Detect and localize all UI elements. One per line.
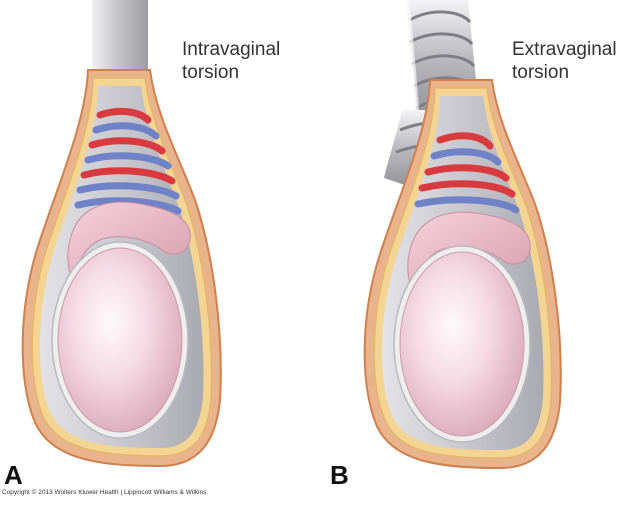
testis-illustration-icon — [57, 247, 183, 433]
panel-a-illustration — [21, 0, 222, 468]
panel-a-caption-line1: Intravaginal — [182, 39, 281, 60]
panel-b-illustration — [363, 0, 562, 470]
panel-b-caption-line2: torsion — [512, 62, 570, 83]
panel-a-caption-line2: torsion — [182, 62, 240, 83]
testis-illustration-icon — [399, 251, 525, 437]
panel-a-caption: Intravaginal torsion — [182, 38, 280, 84]
panel-b-caption-line1: Extravaginal — [512, 39, 617, 60]
blood-vessel-coil-icon — [74, 107, 182, 215]
blood-vessel-coil-icon — [414, 132, 520, 214]
copyright-notice: Copyright © 2013 Wolters Kluwer Health |… — [2, 489, 207, 496]
panel-a-letter: A — [4, 460, 23, 490]
panel-b-letter: B — [330, 460, 349, 490]
panel-b-caption: Extravaginal torsion — [512, 38, 617, 84]
